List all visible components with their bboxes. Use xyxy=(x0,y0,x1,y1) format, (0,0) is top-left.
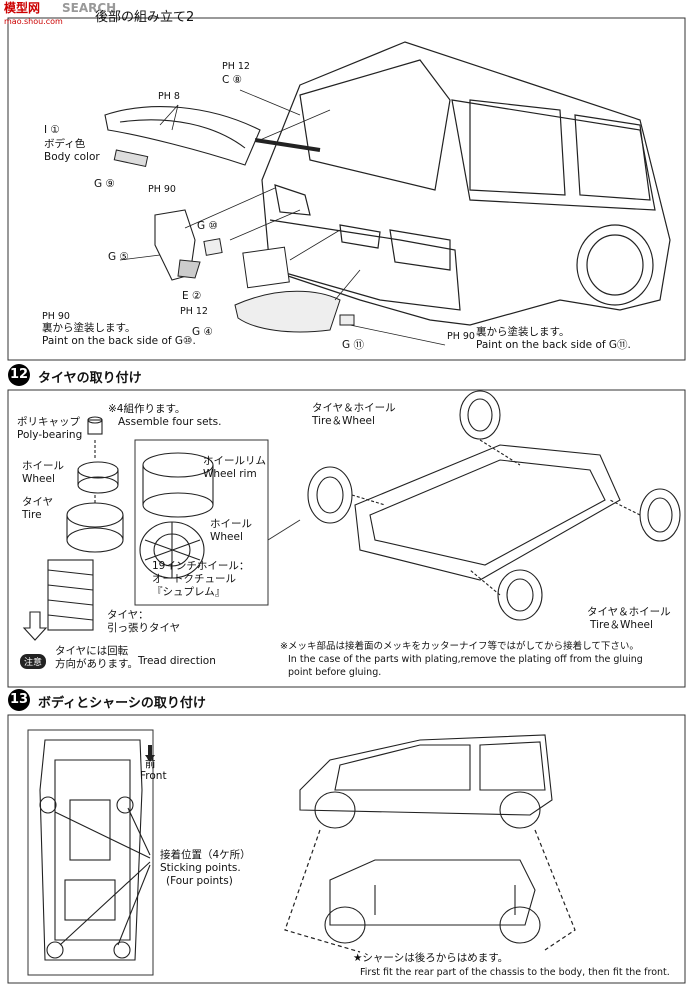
inch-line2: オートクチュール xyxy=(152,573,236,585)
inch-line3: 『シュプレム』 xyxy=(152,586,226,598)
step13-number: 13 xyxy=(8,689,30,711)
front-en: Front xyxy=(140,770,167,782)
poly-en: Poly-bearing xyxy=(17,429,83,441)
wheel-rim-callout xyxy=(134,439,269,606)
inch-line1: 19インチホイール： xyxy=(152,560,250,572)
tread-jp-line1: タイヤには回転 xyxy=(55,645,129,657)
wheel-exploded-drawing xyxy=(22,416,214,641)
step12-frame xyxy=(7,389,686,688)
part-g9 xyxy=(113,149,149,168)
sticking-en-line1: Sticking points. xyxy=(160,862,241,874)
label-g10: G ⑩ xyxy=(197,220,218,232)
part-g5b xyxy=(177,259,201,279)
wheel-jp: ホイール xyxy=(22,460,64,472)
tire-stretch-line1: タイヤ： xyxy=(107,609,149,621)
label-ph90-c: PH 90 xyxy=(447,331,475,342)
plating-en-line1: In the case of the parts with plating,re… xyxy=(288,654,643,665)
plating-jp: ※メッキ部品は接着面のメッキをカッターナイフ等ではがしてから接着して下さい。 xyxy=(280,641,639,652)
tire-en: Tire xyxy=(22,509,42,521)
label-i1-body-color-jp: ボディ色 xyxy=(44,138,86,150)
label-ph12-mid: PH 12 xyxy=(180,306,208,317)
step12-number: 12 xyxy=(8,364,30,386)
rim-en: Wheel rim xyxy=(203,468,257,480)
label-ph12-top: PH 12 xyxy=(222,61,250,72)
label-i1: I ① xyxy=(44,124,60,136)
label-g11: G ⑪ xyxy=(342,339,364,351)
wheel2-en: Wheel xyxy=(210,531,243,543)
van-rear-drawing xyxy=(261,41,671,326)
top-section-heading: 後部の組み立て2 xyxy=(95,10,195,25)
note-right-en: Paint on the back side of G⑪. xyxy=(476,339,631,351)
step13-frame xyxy=(7,714,686,984)
part-g4 xyxy=(234,290,341,333)
top-leader-lines xyxy=(119,89,446,346)
note-left-jp: 裏から塗装します。 xyxy=(42,322,136,334)
label-ph8: PH 8 xyxy=(158,91,180,102)
step13-heading: ボディとシャーシの取り付け xyxy=(38,696,206,711)
label-ph90-a: PH 90 xyxy=(148,184,176,195)
top-section-frame xyxy=(7,17,686,361)
rear-spoiler-part xyxy=(104,106,261,166)
step12-heading: タイヤの取り付け xyxy=(38,371,142,386)
poly-jp: ポリキャップ xyxy=(17,416,80,428)
label-g9: G ⑨ xyxy=(94,178,115,190)
label-e2: E ② xyxy=(182,290,202,302)
label-ph90-b: PH 90 xyxy=(42,311,70,322)
tw-top-jp: タイヤ＆ホイール xyxy=(312,402,396,414)
tw-top-en: Tire＆Wheel xyxy=(312,415,375,427)
watermark-search: SEARCH xyxy=(62,1,117,15)
tw-bottom-en: Tire＆Wheel xyxy=(590,619,653,631)
chassis-with-wheels-drawing xyxy=(307,390,681,621)
plating-en-line2: point before gluing. xyxy=(288,667,382,678)
front-jp: 前 xyxy=(145,758,156,770)
part-c8 xyxy=(254,138,321,152)
caution-tag: 注意 xyxy=(20,654,47,669)
tire-jp: タイヤ xyxy=(22,496,54,508)
wheel-en: Wheel xyxy=(22,473,55,485)
fit-jp: ★シャーシは後ろからはめます。 xyxy=(353,952,509,964)
tread-en: Tread direction xyxy=(138,655,216,667)
label-g4: G ④ xyxy=(192,326,213,338)
label-c8: C ⑧ xyxy=(222,74,243,86)
tw-bottom-jp: タイヤ＆ホイール xyxy=(587,606,671,618)
tread-jp-line2: 方向があります。 xyxy=(55,658,138,670)
note-right-jp: 裏から塗装します。 xyxy=(476,326,570,338)
rim-jp: ホイールリム xyxy=(203,455,266,467)
label-i1-body-color-en: Body color xyxy=(44,151,100,163)
sticking-jp: 接着位置（4ケ所） xyxy=(160,849,251,861)
part-g10 xyxy=(203,238,223,256)
watermark-logo: 模型网 xyxy=(4,1,41,15)
assemble-jp: ※4組作ります。 xyxy=(108,403,186,415)
part-g11 xyxy=(339,314,355,326)
part-e2 xyxy=(242,246,290,289)
sticking-en-line2: (Four points) xyxy=(166,875,233,887)
chassis-bottom-panel xyxy=(27,729,154,976)
chassis-bottom-drawing xyxy=(39,739,151,961)
fit-en: First fit the rear part of the chassis t… xyxy=(360,967,670,978)
assemble-en: Assemble four sets. xyxy=(118,416,222,428)
label-g5: G ⑤ xyxy=(108,251,129,263)
body-chassis-assembly-drawing xyxy=(299,734,553,944)
watermark-url: mao.shou.com xyxy=(4,17,63,26)
note-left-en: Paint on the back side of G⑩. xyxy=(42,335,196,347)
tire-stretch-line2: 引っ張りタイヤ xyxy=(107,622,181,634)
wheel2-jp: ホイール xyxy=(210,518,252,530)
